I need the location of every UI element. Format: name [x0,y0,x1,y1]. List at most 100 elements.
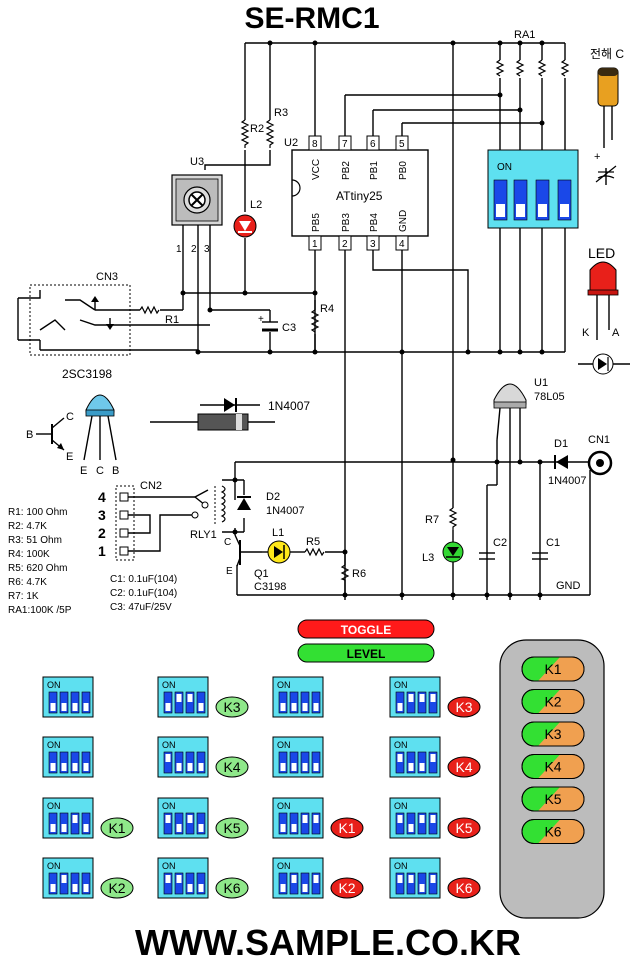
remote-key-k4: K4 [521,754,585,779]
dip-switch-1 [174,751,184,774]
diode-d1: D1 1N4007 [548,438,587,487]
svg-text:+: + [258,314,264,325]
svg-text:R4: R4 [320,303,334,315]
remote-key-label: K1 [544,661,561,677]
svg-text:C: C [96,465,104,477]
resistor-r6: R6 [340,564,366,581]
remote-key-k6: K6 [521,819,585,844]
dip-on-label: ON [162,680,176,690]
svg-text:CN1: CN1 [588,434,610,446]
svg-text:C1: C1 [546,537,560,549]
svg-text:E: E [80,465,87,477]
svg-text:3: 3 [370,239,376,250]
dip-switch-3 [428,691,438,714]
dip-switch-3 [81,872,91,895]
dip-switch-0 [278,812,288,835]
svg-text:5: 5 [399,139,405,150]
svg-text:E: E [66,451,73,463]
svg-text:전해 C: 전해 C [590,47,624,61]
dip-on-label: ON [394,740,408,750]
svg-text:C3: 47uF/25V: C3: 47uF/25V [110,602,172,613]
dip-switch-1 [289,751,299,774]
svg-text:R1: 100 Ohm: R1: 100 Ohm [8,507,67,518]
remote-key-k1: K1 [521,656,585,682]
dip-switch-1 [406,812,416,835]
svg-text:2: 2 [342,239,348,250]
mode-legend: TOGGLE LEVEL [297,619,435,663]
led-l2: L2 [233,199,262,238]
svg-text:R2: R2 [250,123,264,135]
svg-text:R5: R5 [306,536,320,548]
resistor-array-ra1: RA1 [495,29,570,77]
svg-text:1N4007: 1N4007 [268,399,310,413]
svg-text:8: 8 [312,139,318,150]
svg-text:4: 4 [98,489,106,505]
dip-config-0: ON [42,676,94,718]
svg-text:U3: U3 [190,156,204,168]
svg-text:A: A [612,327,620,339]
dip-on-label: ON [47,680,61,690]
dip-switch-3 [428,751,438,774]
key-badge [330,877,364,899]
connector-cn1: CN1 [587,434,613,476]
connector-cn3: CN3 [17,271,131,356]
key-badge [215,817,249,839]
key-badge [447,817,481,839]
diode-d2: D2 1N4007 [237,491,305,517]
svg-text:R2: 4.7K: R2: 4.7K [8,521,47,532]
dip-on-label: ON [162,740,176,750]
svg-text:R5: 620 Ohm: R5: 620 Ohm [8,563,67,574]
dip-config-1: ON [42,736,94,778]
transistor-q1: C E Q1 C3198 [224,534,286,593]
transistor-2sc3198: 2SC3198 E C B B C E [26,367,119,477]
key-badge [447,756,481,778]
svg-text:C3198: C3198 [254,581,286,593]
dip-switch-0 [395,812,405,835]
svg-text:RA1:100K /5P: RA1:100K /5P [8,605,72,616]
key-badge-label: K1 [338,820,355,836]
dip-config-10: ON K1 [272,797,364,839]
dip-switch-1 [289,812,299,835]
svg-text:D2: D2 [266,491,280,503]
dip-switch-2 [417,751,427,774]
dip-on-label: ON [162,801,176,811]
key-badge-label: K2 [108,880,125,896]
level-mode-bar [297,643,435,663]
svg-text:C2: C2 [493,537,507,549]
dip-switch-0 [395,691,405,714]
dip-switch-0 [163,812,173,835]
dip-switch-1 [174,872,184,895]
dip-switch-0 [278,691,288,714]
dip-config-8: ON [272,676,324,718]
level-mode-label: LEVEL [347,647,386,661]
svg-text:1: 1 [176,244,182,255]
svg-text:CN3: CN3 [96,271,118,283]
svg-text:C1: 0.1uF(104): C1: 0.1uF(104) [110,574,177,585]
dip-on-label: ON [47,861,61,871]
junctions [180,40,545,598]
svg-text:+: + [594,151,600,163]
dip-on-label: ON [47,801,61,811]
svg-text:1: 1 [312,239,318,250]
svg-text:PB0: PB0 [398,161,409,180]
svg-text:PB1: PB1 [369,161,380,180]
svg-text:ATtiny25: ATtiny25 [336,189,383,203]
parts-list: R1: 100 Ohm R2: 4.7K R3: 51 Ohm R4: 100K… [8,507,177,616]
svg-text:3: 3 [98,507,106,523]
dip-switch-2 [417,691,427,714]
svg-text:Q1: Q1 [254,568,269,580]
connector-cn2: CN2 4 3 2 1 [98,480,162,561]
svg-text:B: B [112,465,119,477]
remote-key-k5: K5 [521,786,585,812]
remote-key-label: K3 [544,726,561,742]
resistor-r3: R3 [265,107,288,148]
dip-switch-2 [300,872,310,895]
dip-on-label: ON [277,680,291,690]
dip-switch-3 [196,691,206,714]
svg-text:2SC3198: 2SC3198 [62,367,112,381]
dip-switch-3 [311,812,321,835]
dip-on-label: ON [277,801,291,811]
